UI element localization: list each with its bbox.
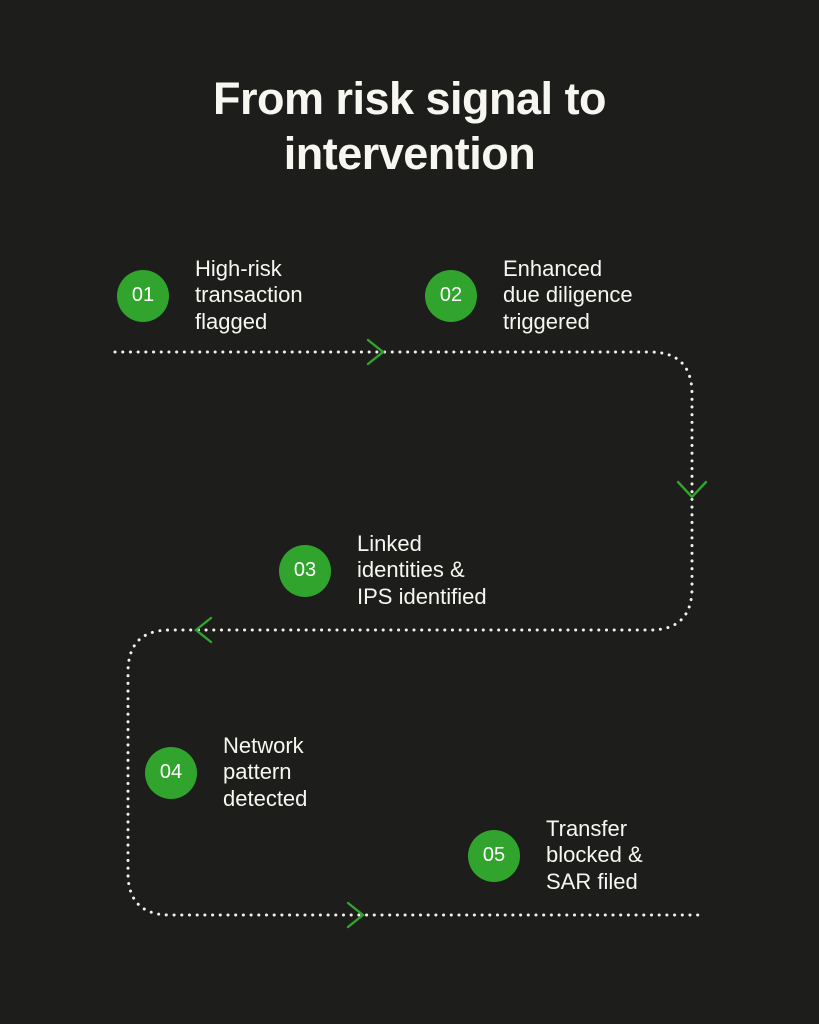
step-number-badge: 03: [279, 544, 331, 597]
arrow-right-icon: [346, 901, 365, 929]
step-number-badge: 04: [145, 746, 197, 799]
step-label: High-risk transaction flagged: [195, 256, 303, 334]
arrow-left-icon: [194, 616, 213, 644]
arrow-down-icon: [676, 480, 708, 499]
step-label: Enhanced due diligence triggered: [503, 256, 633, 334]
step-number-badge: 01: [117, 269, 169, 322]
step-label: Linked identities & IPS identified: [357, 531, 487, 609]
arrow-right-icon: [366, 338, 385, 366]
flow-step-1: 01 High-risk transaction flagged: [117, 256, 303, 335]
step-number-badge: 05: [468, 829, 520, 882]
step-label: Transfer blocked & SAR filed: [546, 816, 643, 894]
flow-step-3: 03 Linked identities & IPS identified: [279, 531, 487, 610]
step-label: Network pattern detected: [223, 733, 308, 811]
step-number-badge: 02: [425, 269, 477, 322]
flow-step-2: 02 Enhanced due diligence triggered: [425, 256, 633, 335]
flow-step-5: 05 Transfer blocked & SAR filed: [468, 816, 643, 895]
flow-step-4: 04 Network pattern detected: [145, 733, 307, 812]
page-title: From risk signal to intervention: [212, 73, 607, 179]
